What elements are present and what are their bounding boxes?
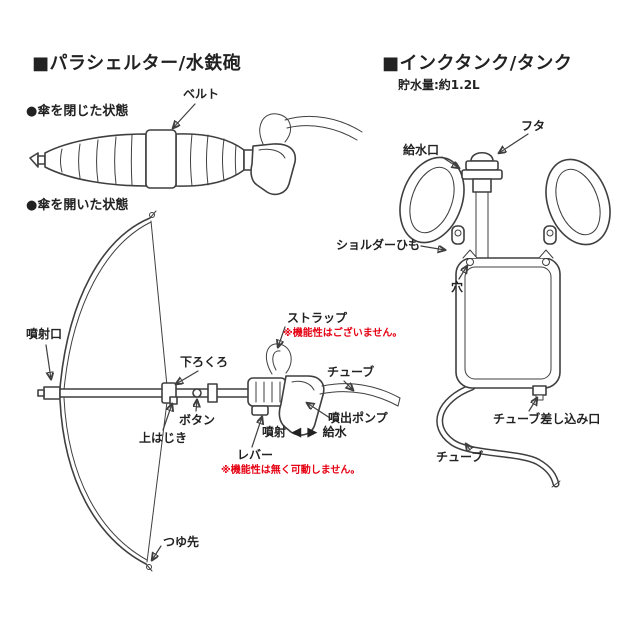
lever-note: ※機能性は無く可動しません。 (221, 465, 361, 476)
upper-stopper-label: 上はじき (139, 431, 188, 445)
tank-capacity: 貯水量:約1.2L (398, 78, 480, 92)
strap-note: ※機能性はございません。 (283, 328, 403, 339)
lower-runner-label: 下ろくろ (180, 355, 229, 369)
tank-tube-label: チューブ (436, 450, 484, 464)
arrow-left-icon: ◀ (291, 425, 302, 440)
leader-lines (45, 103, 537, 560)
inlet-label: 給水口 (403, 143, 440, 157)
pump-label: 噴出ポンプ (328, 411, 388, 425)
tip-label: つゆ先 (163, 535, 200, 549)
tank-heading: ■インクタンク/タンク (382, 53, 573, 74)
supply-text: 給水 (322, 425, 347, 439)
state-closed-label: ●傘を閉じた状態 (26, 104, 129, 119)
tank-drawing (399, 151, 611, 488)
spray-supply-label: 噴射 ◀ ▶ 給水 (262, 425, 347, 441)
tube-port-label: チューブ差し込み口 (493, 412, 601, 426)
state-open-label: ●傘を開いた状態 (26, 198, 129, 213)
strap-label: ストラップ (287, 311, 348, 325)
open-umbrella-drawing (37, 210, 401, 572)
gun-tube-label: チューブ (327, 365, 375, 379)
shoulder-strap-label: ショルダーひも (336, 238, 421, 252)
belt-label: ベルト (183, 87, 220, 101)
hole-label: 穴 (451, 280, 464, 294)
nozzle-label: 噴射口 (26, 327, 63, 341)
button-label: ボタン (179, 413, 216, 427)
closed-umbrella-drawing (29, 113, 363, 196)
lever-label: レバー (237, 448, 274, 462)
parashelter-heading: ■パラシェルター/水鉄砲 (32, 53, 242, 74)
lid-label: フタ (521, 119, 546, 133)
spray-text: 噴射 (262, 425, 287, 439)
arrow-right-icon: ▶ (307, 425, 318, 440)
